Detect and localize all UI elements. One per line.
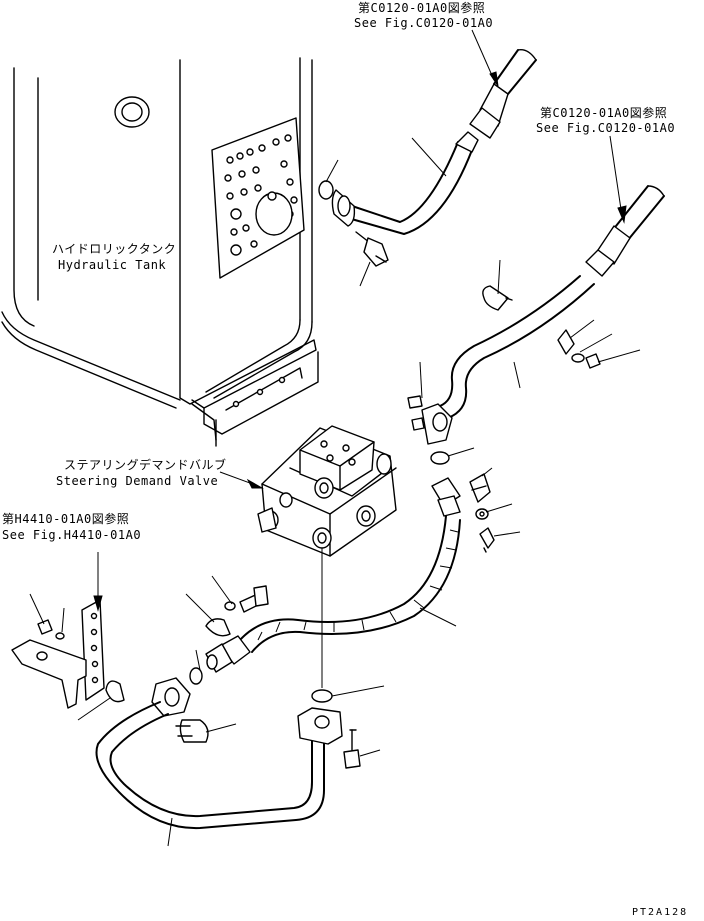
steering-hose [205, 477, 461, 673]
valve-label-jp: ステアリングデマンドバルブ [64, 458, 227, 472]
ref-right-jp: 第C0120-01A0図参照 [540, 106, 668, 120]
return-tube-lower [407, 185, 665, 465]
ref-left-jp: 第H4410-01A0図参照 [2, 512, 130, 526]
steering-demand-valve [257, 425, 397, 688]
ref-right-en: See Fig.C0120-01A0 [536, 121, 676, 135]
return-tube-upper [318, 49, 537, 267]
bracket-left [11, 599, 125, 709]
ref-top-jp: 第C0120-01A0図参照 [358, 1, 486, 15]
ref-left-en: See Fig.H4410-01A0 [2, 528, 142, 542]
tank-label-en: Hydraulic Tank [58, 258, 167, 272]
clamp-parts-right [469, 473, 495, 553]
tank-label-jp: ハイドロリックタンク [52, 242, 177, 256]
valve-label-en: Steering Demand Valve [56, 474, 219, 488]
hydraulic-tank [1, 57, 319, 447]
leader-lines [29, 29, 641, 847]
suction-tube-lower [95, 667, 361, 830]
drawing-code: PT2A128 [632, 907, 689, 918]
ref-top-en: See Fig.C0120-01A0 [354, 16, 494, 30]
